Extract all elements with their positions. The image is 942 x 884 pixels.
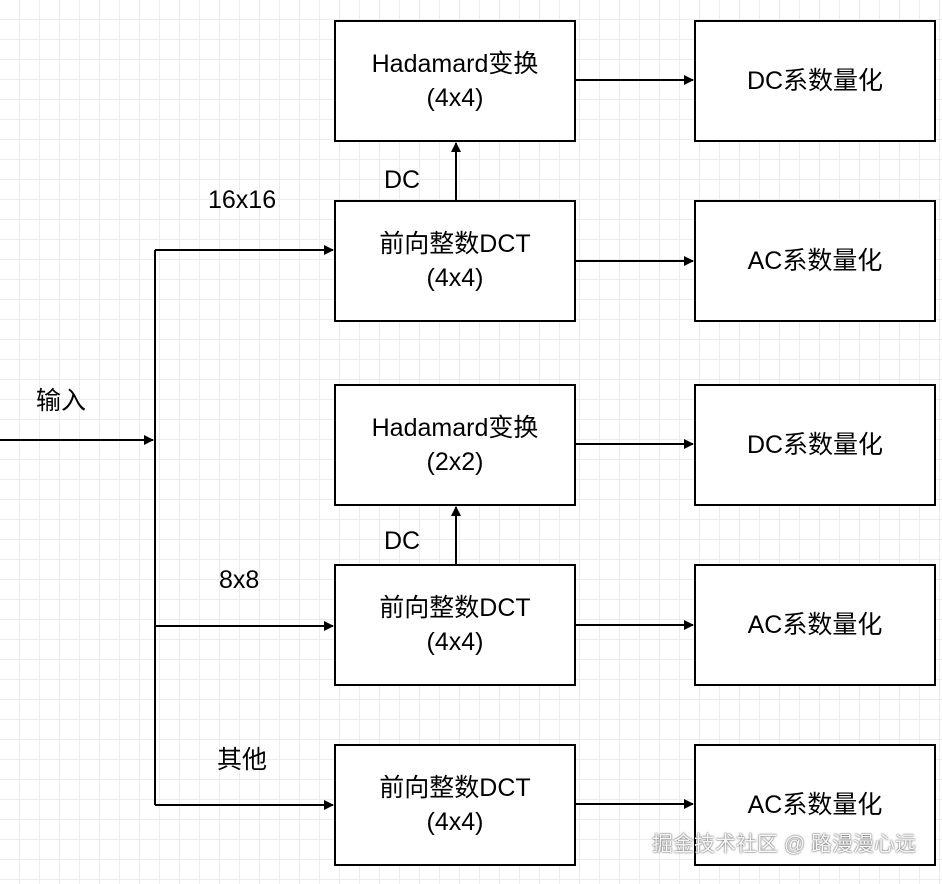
branch-other-label: 其他 — [217, 746, 268, 774]
dct-16x16-size: (4x4) — [426, 264, 484, 292]
hadamard-2x2-size: (2x2) — [426, 448, 484, 476]
dc-label-8x8: DC — [384, 527, 421, 555]
hadamard-4x4-title: Hadamard变换 — [371, 50, 539, 78]
dct-16x16-title: 前向整数DCT — [379, 230, 531, 258]
dc-label-16x16: DC — [384, 166, 421, 194]
dc-quant-box-16x16[interactable]: DC系数量化 — [694, 20, 936, 142]
ac-quant-box-other[interactable]: AC系数量化 — [694, 744, 936, 866]
branch-8x8-label: 8x8 — [219, 566, 260, 594]
dct-8x8-size: (4x4) — [426, 628, 484, 656]
hadamard-2x2-box[interactable]: Hadamard变换 (2x2) — [334, 384, 576, 506]
watermark: 掘金技术社区 @ 路漫漫心远 — [652, 833, 916, 856]
dct-other-title: 前向整数DCT — [379, 774, 531, 802]
ac-quant-8x8-label: AC系数量化 — [747, 611, 883, 639]
dct-box-16x16[interactable]: 前向整数DCT (4x4) — [334, 200, 576, 322]
ac-quant-box-16x16[interactable]: AC系数量化 — [694, 200, 936, 322]
ac-quant-16x16-label: AC系数量化 — [747, 247, 883, 275]
hadamard-4x4-box[interactable]: Hadamard变换 (4x4) — [334, 20, 576, 142]
hadamard-4x4-size: (4x4) — [426, 84, 484, 112]
ac-quant-other-label: AC系数量化 — [747, 791, 883, 819]
dct-box-8x8[interactable]: 前向整数DCT (4x4) — [334, 564, 576, 686]
dc-quant-box-8x8[interactable]: DC系数量化 — [694, 384, 936, 506]
dct-other-size: (4x4) — [426, 808, 484, 836]
dc-quant-8x8-label: DC系数量化 — [746, 431, 884, 459]
dc-quant-16x16-label: DC系数量化 — [746, 67, 884, 95]
hadamard-2x2-title: Hadamard变换 — [371, 414, 539, 442]
input-label: 输入 — [36, 387, 87, 415]
dct-8x8-title: 前向整数DCT — [379, 594, 531, 622]
dct-box-other[interactable]: 前向整数DCT (4x4) — [334, 744, 576, 866]
branch-16x16-label: 16x16 — [208, 186, 277, 214]
ac-quant-box-8x8[interactable]: AC系数量化 — [694, 564, 936, 686]
